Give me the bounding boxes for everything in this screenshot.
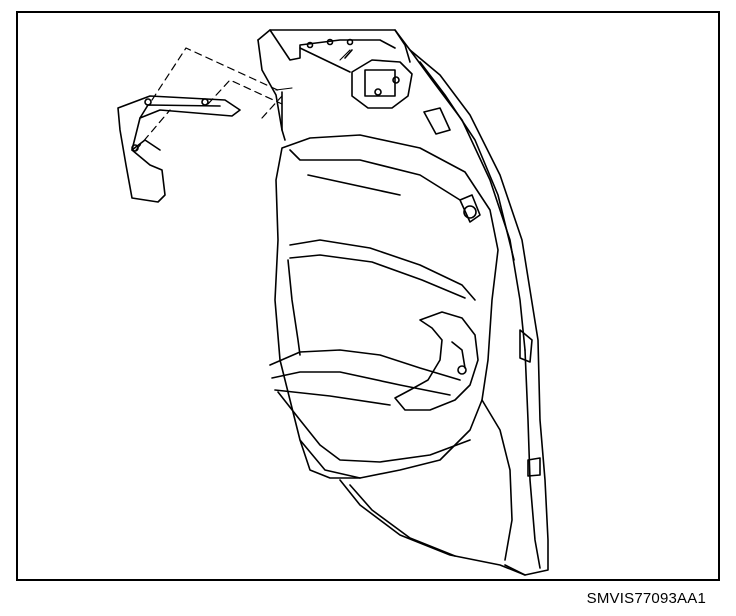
illustration-frame (16, 11, 720, 581)
door-frame (257, 29, 549, 576)
upper-trim-panel (117, 95, 241, 203)
side-clips (423, 107, 541, 477)
alignment-lines (135, 47, 283, 151)
latch-bracket (299, 38, 413, 109)
main-trim-panel (269, 134, 499, 479)
leader-lines (275, 49, 351, 91)
figure-code: SMVIS77093AA1 (586, 590, 706, 607)
lower-door-shell (339, 399, 526, 576)
